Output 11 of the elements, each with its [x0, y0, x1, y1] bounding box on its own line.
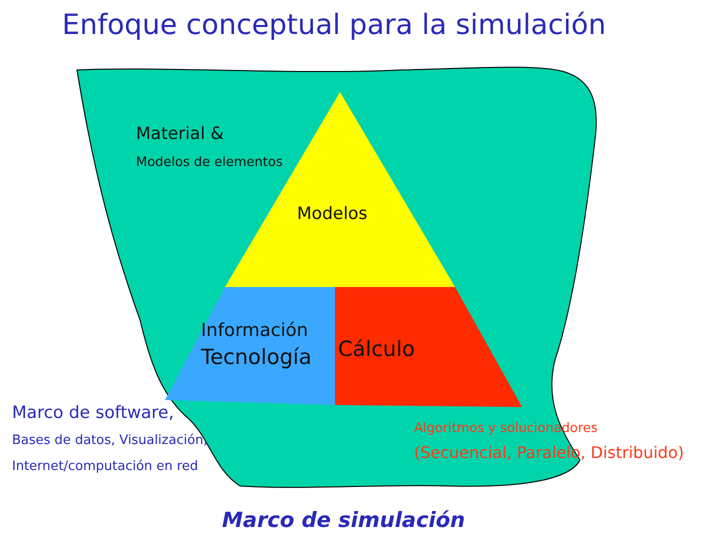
title: Enfoque conceptual para la simulación	[62, 8, 606, 41]
annotation-text: Material &	[136, 124, 224, 144]
annotation-text: Internet/computación en red	[12, 459, 198, 474]
section-label: Información	[201, 320, 308, 341]
annotation-text: Marco de software,	[12, 403, 174, 423]
section-label: Modelos	[297, 204, 368, 224]
annotation-text: Modelos de elementos	[136, 155, 283, 170]
section-label: Cálculo	[338, 337, 415, 361]
section-label: Tecnología	[201, 345, 312, 369]
caption: Marco de simulación	[222, 508, 466, 532]
annotation-text: Bases de datos, Visualización,	[12, 433, 208, 448]
